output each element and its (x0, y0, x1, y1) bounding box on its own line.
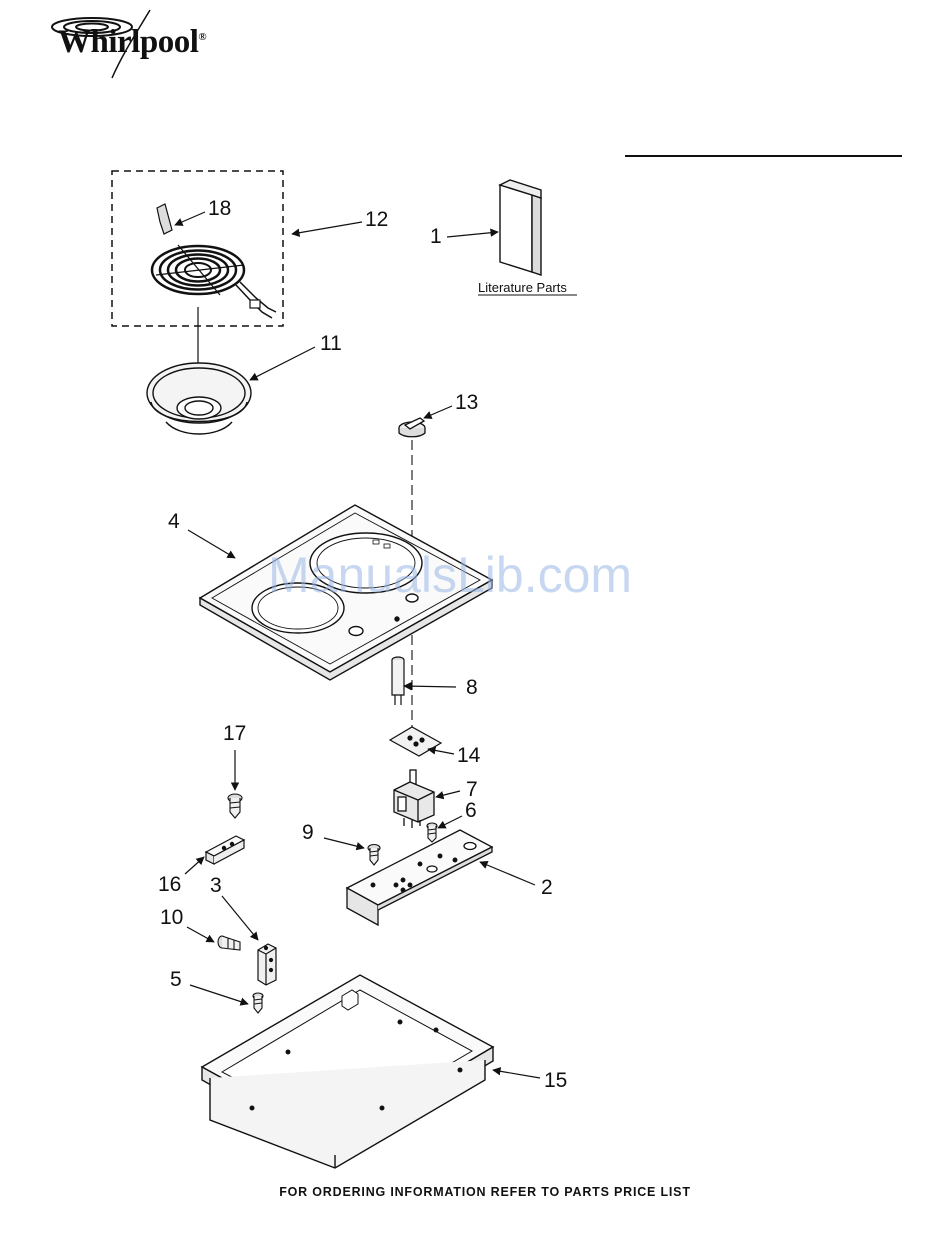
part-5-screw (253, 993, 263, 1013)
part-10-bolt (218, 936, 240, 950)
part-16-bracket (206, 836, 244, 864)
callout-8: 8 (466, 676, 478, 699)
part-17-screw (228, 794, 242, 818)
callout-14: 14 (457, 744, 481, 767)
callout-9: 9 (302, 821, 314, 844)
part-12-surface-element (152, 245, 276, 318)
part-11-drip-bowl (147, 363, 251, 434)
callout-13: 13 (455, 391, 478, 414)
part-18-clip (157, 204, 172, 234)
callout-17: 17 (223, 722, 246, 745)
callout-10: 10 (160, 906, 183, 929)
part-1-literature (500, 180, 541, 275)
part-9-screw (368, 845, 380, 866)
part-7-control-switch (394, 770, 434, 828)
callout-4: 4 (168, 510, 180, 533)
logo-swirl-icon (52, 10, 150, 78)
callout-7: 7 (466, 778, 478, 801)
callout-2: 2 (541, 876, 553, 899)
part-13-knob (399, 418, 425, 437)
part-2-control-bracket (347, 830, 492, 925)
callout-5: 5 (170, 968, 182, 991)
callout-15: 15 (544, 1069, 567, 1092)
callout-12: 12 (365, 208, 388, 231)
callout-11: 11 (320, 332, 342, 355)
watermark: ManualsLib.com (268, 547, 632, 603)
part-6-screw (427, 823, 437, 842)
part-8-indicator-light (392, 657, 404, 705)
callout-18: 18 (208, 197, 231, 220)
part-14-mounting-plate (390, 727, 441, 756)
callout-1: 1 (430, 225, 442, 248)
part-15-burner-box (202, 975, 493, 1168)
callout-3: 3 (210, 874, 222, 897)
part-3-bracket (258, 944, 276, 985)
literature-parts-label: Literature Parts (478, 280, 567, 295)
callout-16: 16 (158, 873, 181, 896)
footer-ordering-note: FOR ORDERING INFORMATION REFER TO PARTS … (0, 1185, 950, 1199)
callout-6: 6 (465, 799, 477, 822)
